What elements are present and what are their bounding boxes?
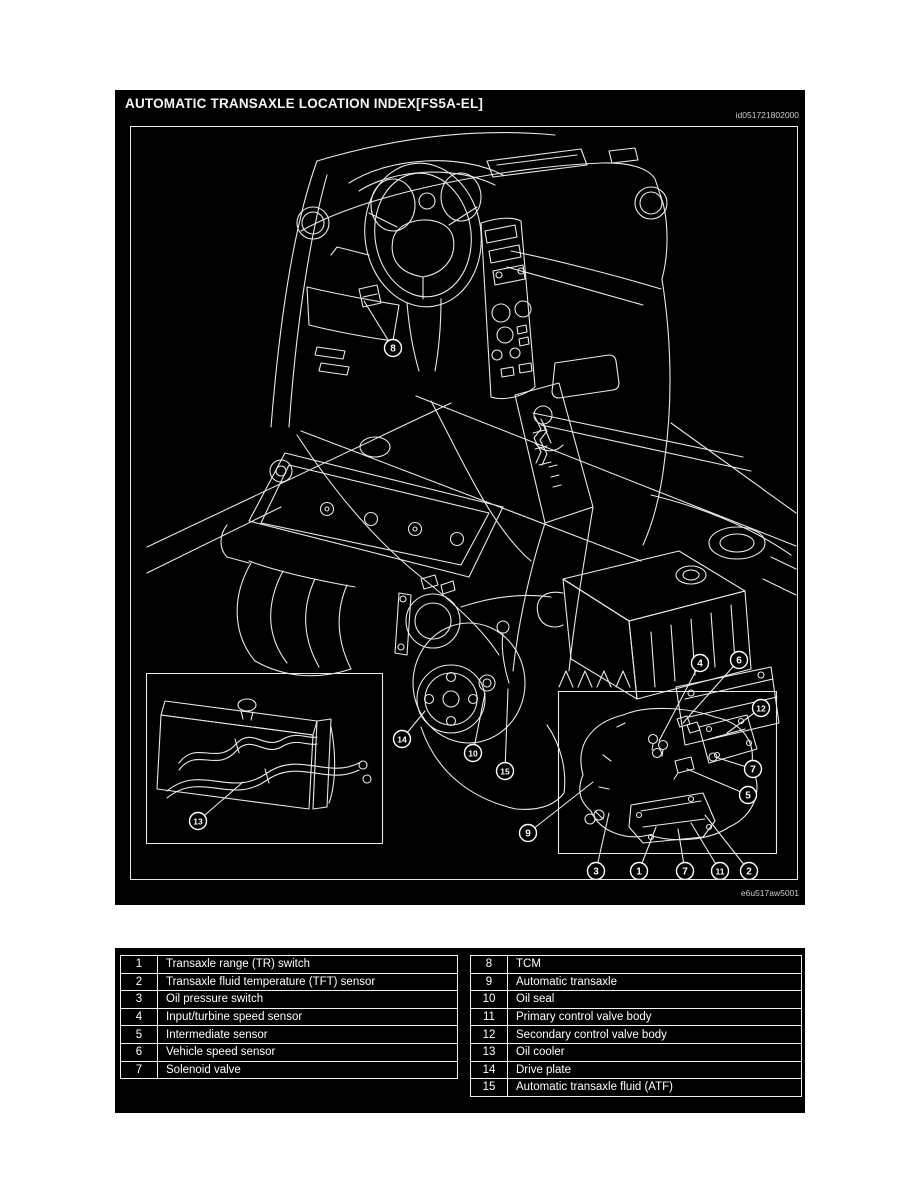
oil-cooler-inset bbox=[145, 672, 384, 845]
document-id: id051721802000 bbox=[735, 110, 799, 120]
callout-number-cell: 9 bbox=[470, 972, 508, 992]
callout-number-cell: 12 bbox=[470, 1025, 508, 1044]
callout-number-cell: 7 bbox=[120, 1060, 158, 1080]
component-name-cell: Oil seal bbox=[507, 990, 802, 1009]
callout-number-cell: 14 bbox=[470, 1060, 508, 1080]
svg-text:14: 14 bbox=[397, 735, 407, 745]
callout-9: 9 bbox=[518, 823, 538, 843]
callout-10: 10 bbox=[463, 743, 483, 763]
callout-8: 8 bbox=[383, 338, 403, 358]
callout-4: 4 bbox=[690, 653, 710, 673]
callout-number-cell: 2 bbox=[120, 972, 158, 992]
callout-number-cell: 10 bbox=[470, 990, 508, 1009]
svg-text:11: 11 bbox=[716, 867, 725, 877]
component-name-cell: TCM bbox=[507, 955, 802, 974]
component-name-cell: Transaxle fluid temperature (TFT) sensor bbox=[157, 972, 458, 992]
svg-text:15: 15 bbox=[500, 767, 510, 777]
callout-12: 12 bbox=[751, 698, 771, 718]
component-name-cell: Solenoid valve bbox=[157, 1060, 458, 1080]
callout-11: 11 bbox=[710, 861, 730, 879]
dashboard-art bbox=[270, 132, 797, 672]
callout-markers: 8 14 10 15 9 13 4 6 12 7 5 3 1 7 11 2 bbox=[188, 300, 771, 879]
callout-7: 7 bbox=[743, 759, 763, 779]
figure-code: e6u517aw5001 bbox=[740, 888, 799, 898]
callout-number-cell: 11 bbox=[470, 1007, 508, 1027]
callout-7: 7 bbox=[675, 861, 695, 879]
svg-text:6: 6 bbox=[736, 656, 742, 667]
component-name-cell: Intermediate sensor bbox=[157, 1025, 458, 1044]
callout-number-cell: 1 bbox=[120, 955, 158, 974]
callout-number-cell: 15 bbox=[470, 1078, 508, 1097]
diagram-frame: 8 14 10 15 9 13 4 6 12 7 5 3 1 7 11 2 bbox=[130, 126, 798, 880]
component-name-cell: Automatic transaxle bbox=[507, 972, 802, 992]
callout-number-cell: 5 bbox=[120, 1025, 158, 1044]
svg-text:10: 10 bbox=[468, 749, 478, 759]
svg-text:7: 7 bbox=[682, 867, 688, 878]
svg-text:8: 8 bbox=[390, 344, 396, 355]
component-name-cell: Automatic transaxle fluid (ATF) bbox=[507, 1078, 802, 1097]
callout-14: 14 bbox=[392, 729, 412, 749]
component-name-cell: Vehicle speed sensor bbox=[157, 1042, 458, 1062]
transaxle-inset bbox=[557, 690, 778, 855]
callout-number-cell: 8 bbox=[470, 955, 508, 974]
callout-3: 3 bbox=[586, 861, 606, 879]
component-name-cell: Secondary control valve body bbox=[507, 1025, 802, 1044]
svg-text:9: 9 bbox=[525, 829, 531, 840]
component-name-cell: Oil cooler bbox=[507, 1042, 802, 1062]
page-title: AUTOMATIC TRANSAXLE LOCATION INDEX[FS5A-… bbox=[125, 96, 484, 111]
component-name-cell: Transaxle range (TR) switch bbox=[157, 955, 458, 974]
callout-1: 1 bbox=[629, 861, 649, 879]
svg-text:1: 1 bbox=[636, 867, 642, 878]
callout-number-cell: 3 bbox=[120, 990, 158, 1009]
callout-15: 15 bbox=[495, 761, 515, 781]
component-name-cell: Input/turbine speed sensor bbox=[157, 1007, 458, 1027]
svg-text:13: 13 bbox=[193, 817, 203, 827]
callout-5: 5 bbox=[738, 785, 758, 805]
svg-text:7: 7 bbox=[750, 765, 756, 776]
callout-number-cell: 13 bbox=[470, 1042, 508, 1062]
svg-text:4: 4 bbox=[697, 659, 703, 670]
location-diagram: 8 14 10 15 9 13 4 6 12 7 5 3 1 7 11 2 bbox=[145, 132, 797, 879]
svg-text:12: 12 bbox=[756, 704, 766, 714]
component-name-cell: Primary control valve body bbox=[507, 1007, 802, 1027]
callout-13: 13 bbox=[188, 811, 208, 831]
callout-2: 2 bbox=[739, 861, 759, 879]
svg-text:2: 2 bbox=[746, 867, 752, 878]
diagram-panel: AUTOMATIC TRANSAXLE LOCATION INDEX[FS5A-… bbox=[115, 90, 805, 905]
svg-text:3: 3 bbox=[593, 867, 599, 878]
component-name-cell: Drive plate bbox=[507, 1060, 802, 1080]
svg-text:5: 5 bbox=[745, 791, 751, 802]
callout-number-cell: 4 bbox=[120, 1007, 158, 1027]
callout-number-cell: 6 bbox=[120, 1042, 158, 1062]
component-name-cell: Oil pressure switch bbox=[157, 990, 458, 1009]
callout-6: 6 bbox=[729, 650, 749, 670]
engine-bay-art bbox=[146, 402, 797, 810]
